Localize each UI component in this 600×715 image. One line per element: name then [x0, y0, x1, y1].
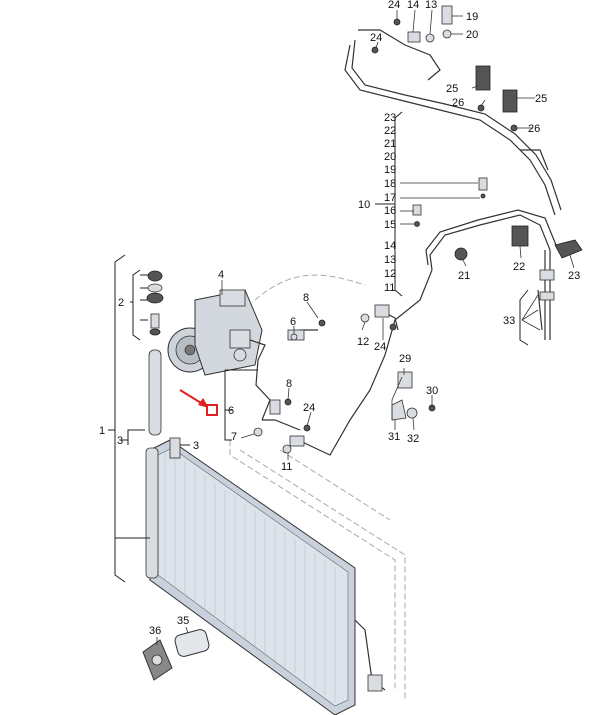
- label-8-a: 8: [303, 292, 309, 304]
- fittings: [253, 5, 583, 454]
- label-19-a: 19: [384, 164, 396, 176]
- label-33: 33: [503, 315, 515, 327]
- label-23-a: 23: [384, 112, 396, 124]
- label-13-b: 13: [425, 0, 437, 11]
- label-7: 7: [231, 431, 237, 443]
- label-17: 17: [384, 192, 396, 204]
- label-16: 16: [384, 205, 396, 217]
- label-12-a: 12: [384, 268, 396, 280]
- label-29: 29: [399, 353, 411, 365]
- condenser-fins: [164, 452, 336, 702]
- pressure-switch: [142, 629, 210, 681]
- label-31: 31: [388, 431, 400, 443]
- label-8-b: 8: [286, 378, 292, 390]
- condenser: [145, 437, 386, 715]
- bracket-lines: [108, 9, 575, 645]
- label-6-a: 6: [290, 316, 296, 328]
- label-15: 15: [384, 219, 396, 231]
- label-12-b: 12: [357, 336, 369, 348]
- label-20-a: 20: [384, 151, 396, 163]
- callout-labels: 1 2 3 3 4 6 6 7 8 8 10 11 11 12 12 13 13…: [99, 0, 580, 637]
- label-21-b: 21: [458, 270, 470, 282]
- label-4: 4: [218, 269, 224, 281]
- label-13-a: 13: [384, 254, 396, 266]
- highlight-arrow: [179, 389, 218, 416]
- label-32: 32: [407, 433, 419, 445]
- label-20-b: 20: [466, 29, 478, 41]
- label-25-a: 25: [446, 83, 458, 95]
- label-14-a: 14: [384, 240, 396, 252]
- label-22-a: 22: [384, 125, 396, 137]
- label-10: 10: [358, 199, 370, 211]
- label-22-b: 22: [513, 261, 525, 273]
- label-1: 1: [99, 425, 105, 437]
- label-19-b: 19: [466, 11, 478, 23]
- label-3-right: 3: [193, 440, 199, 452]
- ac-compressor: [167, 289, 263, 376]
- label-11-b: 11: [281, 461, 292, 473]
- label-24-c: 24: [374, 341, 386, 353]
- receiver-dryer: [146, 270, 164, 436]
- label-30: 30: [426, 385, 438, 397]
- label-25-b: 25: [535, 93, 547, 105]
- label-26-b: 26: [528, 123, 540, 135]
- label-21-a: 21: [384, 138, 396, 150]
- label-24-a: 24: [388, 0, 400, 11]
- label-2: 2: [118, 297, 124, 309]
- label-6-b: 6: [228, 405, 234, 417]
- label-36: 36: [149, 625, 161, 637]
- label-3-left: 3: [117, 435, 123, 447]
- label-11-a: 11: [384, 282, 395, 294]
- label-23-b: 23: [568, 270, 580, 282]
- label-24-b: 24: [370, 32, 382, 44]
- label-26-a: 26: [452, 97, 464, 109]
- label-24-d: 24: [303, 402, 315, 414]
- label-14-b: 14: [407, 0, 419, 11]
- label-35: 35: [177, 615, 189, 627]
- label-18: 18: [384, 178, 396, 190]
